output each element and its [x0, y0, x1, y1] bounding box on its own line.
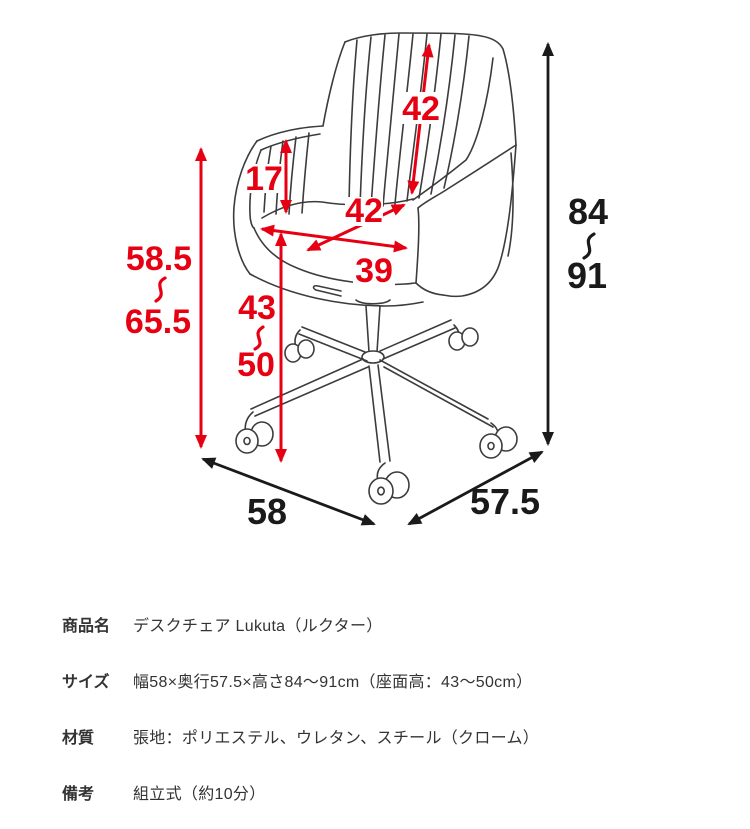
base-legs	[244, 319, 500, 482]
arrow-total-depth	[407, 450, 544, 526]
gas-column	[365, 305, 381, 353]
dimension-labels: 42 17 42 39 58.5 65.5 43 50 84 91 58 57.…	[125, 90, 608, 532]
spec-label: 商品名	[62, 618, 111, 635]
spec-value: 幅58×奥行57.5×高さ84～91cm（座面高：43～50cm）	[133, 674, 533, 691]
label-total-height-min: 84	[568, 191, 608, 232]
spec-label: サイズ	[62, 674, 110, 691]
spec-row-size: サイズ 幅58×奥行57.5×高さ84～91cm（座面高：43～50cm）	[62, 668, 712, 724]
label-armrest-floor-max: 65.5	[125, 303, 191, 341]
range-tilde-red-2	[253, 325, 265, 351]
spec-label: 備考	[62, 786, 95, 803]
arrow-seat-width	[306, 203, 406, 252]
arrow-total-width	[201, 457, 376, 526]
label-armrest-above-seat: 17	[245, 160, 283, 198]
range-tilde-black	[582, 232, 596, 260]
spec-value: 張地：ポリエステル、ウレタン、スチール（クローム）	[133, 730, 540, 747]
label-seat-height-max: 50	[237, 346, 275, 384]
spec-value: デスクチェア Lukuta（ルクター）	[133, 618, 383, 635]
label-armrest-floor-min: 58.5	[126, 240, 192, 278]
seat-front-rim	[253, 227, 417, 286]
spec-value: 組立式（約10分）	[133, 786, 266, 803]
label-backrest-height: 42	[402, 90, 440, 128]
label-seat-depth: 39	[355, 252, 393, 290]
gas-lever	[312, 285, 342, 297]
spec-row-notes: 備考 組立式（約10分）	[62, 780, 712, 829]
label-backgrounds	[247, 92, 440, 286]
black-dimension-arrows	[201, 42, 554, 526]
right-armrest-outer	[442, 144, 517, 298]
left-armrest-outer	[232, 140, 258, 275]
chair-dimension-diagram: 42 17 42 39 58.5 65.5 43 50 84 91 58 57.…	[125, 32, 608, 532]
right-armrest-band	[417, 144, 517, 209]
spec-row-product-name: 商品名 デスクチェア Lukuta（ルクター）	[62, 612, 712, 668]
label-total-height-max: 91	[567, 255, 607, 296]
left-armrest-ridge	[256, 125, 324, 142]
backrest-left-edge	[322, 41, 346, 127]
spec-table: 商品名 デスクチェア Lukuta（ルクター） サイズ 幅58×奥行57.5×高…	[62, 612, 712, 829]
label-total-width: 58	[247, 491, 287, 532]
spec-row-material: 材質 張地：ポリエステル、ウレタン、スチール（クローム）	[62, 724, 712, 780]
range-tilde-red-1	[154, 276, 167, 303]
label-seat-width: 42	[345, 192, 383, 230]
backrest-top-right-edge	[344, 32, 517, 146]
label-total-depth: 57.5	[470, 481, 540, 522]
label-seat-height-min: 43	[238, 289, 276, 327]
base-hub	[361, 350, 385, 364]
red-dimension-arrows	[195, 43, 434, 463]
spec-label: 材質	[62, 730, 95, 747]
